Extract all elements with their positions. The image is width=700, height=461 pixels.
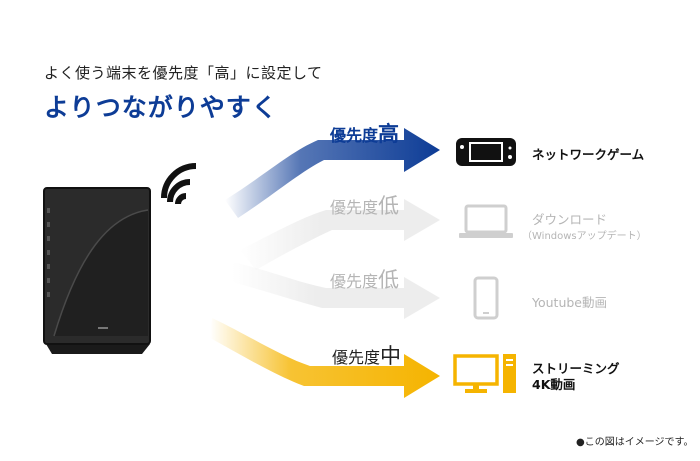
device-label-streaming: ストリーミング [532, 361, 620, 376]
headline: よりつながりやすく [44, 93, 278, 122]
priority-label-low-1: 優先度低 [330, 194, 400, 218]
desktop-pc-icon [453, 354, 516, 393]
image-note: ●この図はイメージです。 [576, 437, 694, 448]
laptop-icon [459, 204, 513, 238]
device-label-youtube: Youtube動画 [532, 295, 607, 310]
smartphone-icon [473, 276, 499, 320]
arrow-low-2 [232, 262, 440, 319]
device-sublabel-download: （Windowsアップデート） [522, 231, 647, 242]
priority-label-high: 優先度高 [330, 122, 400, 146]
priority-label-mid: 優先度中 [332, 344, 402, 368]
device-label-game: ネットワークゲーム [532, 147, 645, 162]
wifi-signal-icon [161, 163, 197, 205]
subtitle: よく使う端末を優先度「高」に設定して [44, 64, 323, 82]
arrow-low-1 [240, 199, 440, 270]
arrow-mid [210, 318, 440, 398]
arrow-high [225, 128, 440, 218]
device-label-download: ダウンロード [532, 212, 608, 227]
game-console-icon [456, 138, 516, 166]
router-icon [43, 187, 151, 354]
priority-label-low-2: 優先度低 [330, 268, 400, 292]
device-sublabel-streaming: 4K動画 [532, 377, 576, 392]
